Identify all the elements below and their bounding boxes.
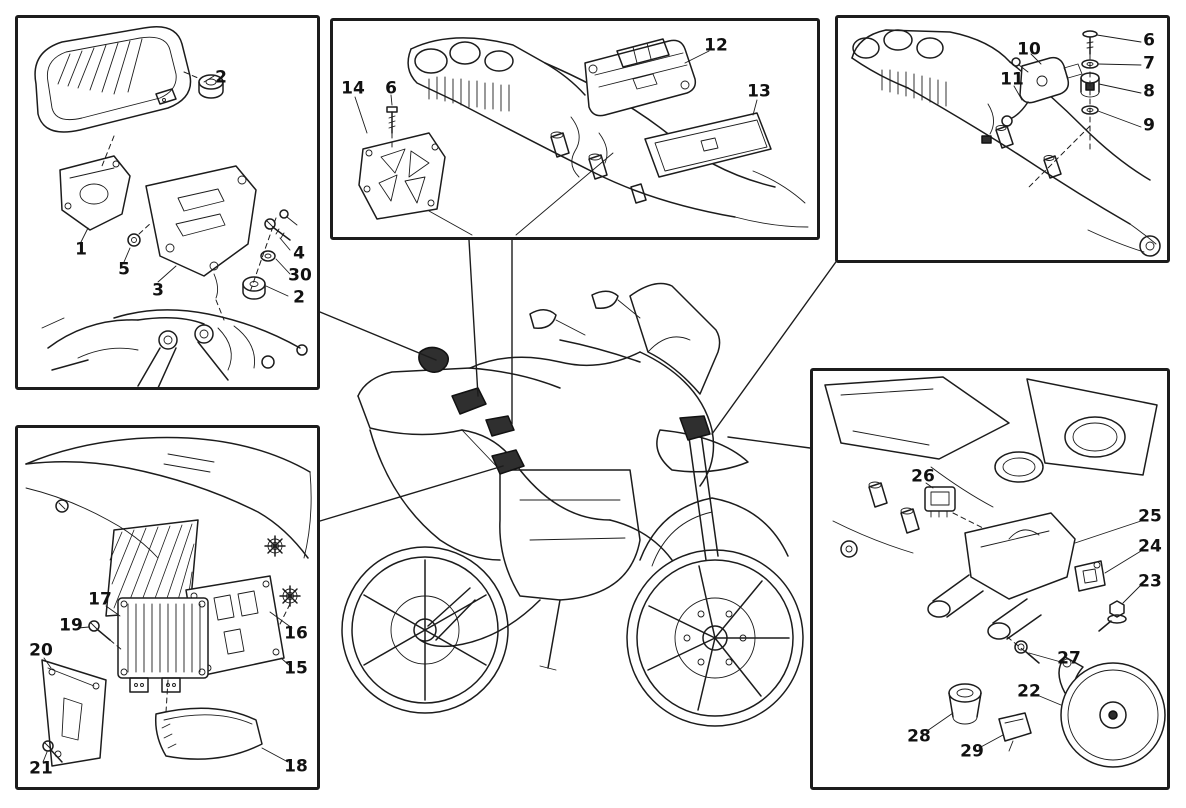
part-label-3: 3 <box>152 280 164 301</box>
part-label-5: 5 <box>118 259 130 280</box>
part-27-bolt <box>1004 634 1040 664</box>
part-label-29: 29 <box>960 741 984 762</box>
fairing-sketch <box>25 436 312 559</box>
part-label-6: 6 <box>385 78 397 99</box>
part-label-23: 23 <box>1138 571 1162 592</box>
callout-panel-ecu: 14 6 12 13 <box>330 18 820 240</box>
part-20-bracket <box>41 659 107 767</box>
ecu-panel-drawing <box>354 37 809 236</box>
part-label-17: 17 <box>88 589 112 610</box>
part-label-11: 11 <box>1000 69 1024 90</box>
label-leaders <box>80 75 291 297</box>
part-4-screws <box>264 209 298 241</box>
callout-panel-headlight: 2 1 5 3 4 30 2 <box>15 15 320 390</box>
part-3-bracket <box>145 165 257 299</box>
label-leaders <box>1013 34 1142 128</box>
label-leaders <box>925 482 1142 749</box>
callout-panel-sensor: 6 7 8 9 10 11 <box>835 15 1170 263</box>
part-28-bushing <box>948 683 982 725</box>
headlight-panel-drawing <box>34 26 308 387</box>
frame-sketch <box>851 29 1161 257</box>
front-fork-sketch <box>41 299 308 387</box>
part-6-screw <box>386 106 398 150</box>
part-25-bracket <box>927 512 1076 640</box>
regulator-panel-drawing <box>25 436 312 767</box>
label-leaders <box>354 50 758 236</box>
motorcycle <box>341 282 804 727</box>
sensor-panel-drawing <box>851 29 1161 257</box>
part-label-18: 18 <box>284 756 308 777</box>
part-label-6: 6 <box>1143 30 1155 51</box>
part-label-13: 13 <box>747 81 771 102</box>
leader-lines <box>319 239 839 522</box>
part-label-7: 7 <box>1143 53 1155 74</box>
part-label-15: 15 <box>284 658 308 679</box>
part-18-cover <box>154 707 263 760</box>
part-19-screw <box>88 620 123 651</box>
part-2b-grommet <box>242 276 266 300</box>
callout-panel-horn: 26 25 24 23 27 22 28 29 <box>810 368 1170 790</box>
part-1-bracket <box>59 135 131 231</box>
part-label-22: 22 <box>1017 681 1041 702</box>
part-label-21: 21 <box>29 758 53 779</box>
part-label-16: 16 <box>284 623 308 644</box>
part-22-horn <box>1058 656 1166 768</box>
part-17-regulator <box>117 597 209 693</box>
part-label-10: 10 <box>1017 39 1041 60</box>
part-label-25: 25 <box>1138 506 1162 527</box>
part-14-bracket <box>358 132 446 220</box>
part-label-2: 2 <box>215 67 227 88</box>
part-label-30: 30 <box>288 265 312 286</box>
frame-rear-sketch <box>824 376 1158 558</box>
part-label-12: 12 <box>704 35 728 56</box>
part-6-screw <box>1082 30 1098 55</box>
instrument-cluster <box>34 26 192 133</box>
part-13-module <box>644 112 772 178</box>
part-label-4: 4 <box>293 243 305 264</box>
part-label-14: 14 <box>341 78 365 99</box>
part-24-clamp <box>1074 560 1106 592</box>
part-label-20: 20 <box>29 640 53 661</box>
part-label-27: 27 <box>1057 648 1081 669</box>
part-label-1: 1 <box>75 239 87 260</box>
part-5-nut <box>127 221 153 247</box>
label-leaders <box>42 605 293 763</box>
part-label-8: 8 <box>1143 81 1155 102</box>
part-11-screw <box>1001 57 1029 127</box>
part-10-sensor <box>1019 56 1083 104</box>
part-label-2b: 2 <box>293 287 305 308</box>
part-21-screw <box>42 740 63 763</box>
part-label-26: 26 <box>911 466 935 487</box>
part-29-connector <box>998 712 1032 752</box>
part-23-bolt <box>1098 600 1127 632</box>
part-label-28: 28 <box>907 726 931 747</box>
part-label-19: 19 <box>59 615 83 636</box>
part-label-24: 24 <box>1138 536 1162 557</box>
part-2-grommet <box>183 71 224 99</box>
part-26-connector <box>924 486 956 518</box>
callout-panel-regulator: 17 19 20 21 16 15 18 <box>15 425 320 790</box>
horn-panel-drawing <box>824 376 1166 768</box>
part-12-ecu <box>584 38 697 117</box>
part-label-9: 9 <box>1143 115 1155 136</box>
part-30-washer <box>260 250 276 262</box>
